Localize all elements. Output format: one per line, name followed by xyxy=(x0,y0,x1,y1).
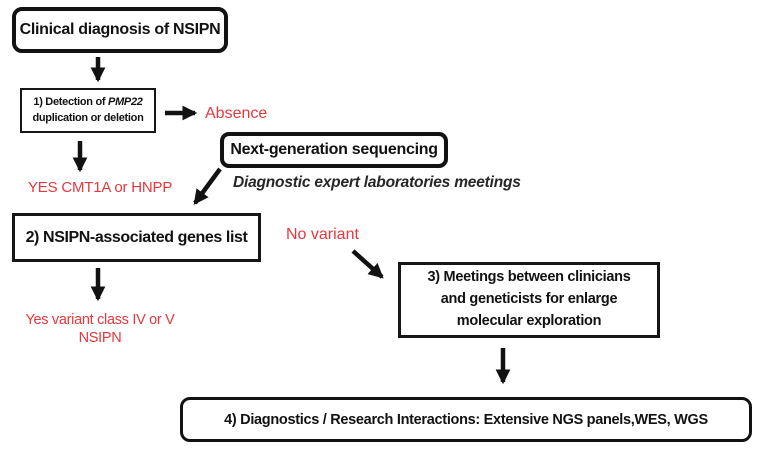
node-diagnostics-research-interactions: 4) Diagnostics / Research Interactions: … xyxy=(180,397,752,442)
node-clinical-diagnosis-label: Clinical diagnosis of NSIPN xyxy=(19,21,221,38)
node-interactions-label: 4) Diagnostics / Research Interactions: … xyxy=(224,411,708,428)
node-clinician-geneticist-meetings: 3) Meetings between clinicians and genet… xyxy=(398,262,660,338)
label-absence: Absence xyxy=(205,105,268,122)
label-yes-variant-class-iv-v-nsipn: Yes variant class IV or V NSIPN xyxy=(2,311,198,347)
label-no-variant: No variant xyxy=(286,226,359,243)
node-nsipn-genes-list-label: 2) NSIPN-associated genes list xyxy=(25,228,248,246)
label-yes-cmt1a-or-hnpp: YES CMT1A or HNPP xyxy=(28,179,173,196)
label-yes-variant-line2: NSIPN xyxy=(78,330,122,346)
label-yes-variant-line1: Yes variant class IV or V xyxy=(25,312,175,328)
node-next-generation-sequencing: Next-generation sequencing xyxy=(220,132,448,168)
node-clinical-diagnosis: Clinical diagnosis of NSIPN xyxy=(12,7,228,53)
node-nsipn-genes-list: 2) NSIPN-associated genes list xyxy=(12,213,261,262)
node-pmp22-detection-line2: duplication or deletion xyxy=(32,111,144,124)
detection-line1-prefix: 1) Detection of xyxy=(33,95,109,108)
label-diagnostic-expert-laboratories-meetings: Diagnostic expert laboratories meetings xyxy=(233,174,521,191)
detection-gene-name: PMP22 xyxy=(108,95,143,108)
arrow-novariant-to-meetings xyxy=(351,249,384,279)
arrow-ngs-to-geneslist xyxy=(193,167,222,205)
node-pmp22-detection-line1: 1) Detection of PMP22 xyxy=(33,95,143,111)
node-meetings-line3: molecular exploration xyxy=(456,312,602,329)
node-pmp22-detection: 1) Detection of PMP22 duplication or del… xyxy=(20,88,156,133)
node-ngs-label: Next-generation sequencing xyxy=(230,141,438,158)
node-meetings-line1: 3) Meetings between clinicians xyxy=(427,269,631,286)
node-meetings-line2: and geneticists for enlarge xyxy=(440,291,618,308)
